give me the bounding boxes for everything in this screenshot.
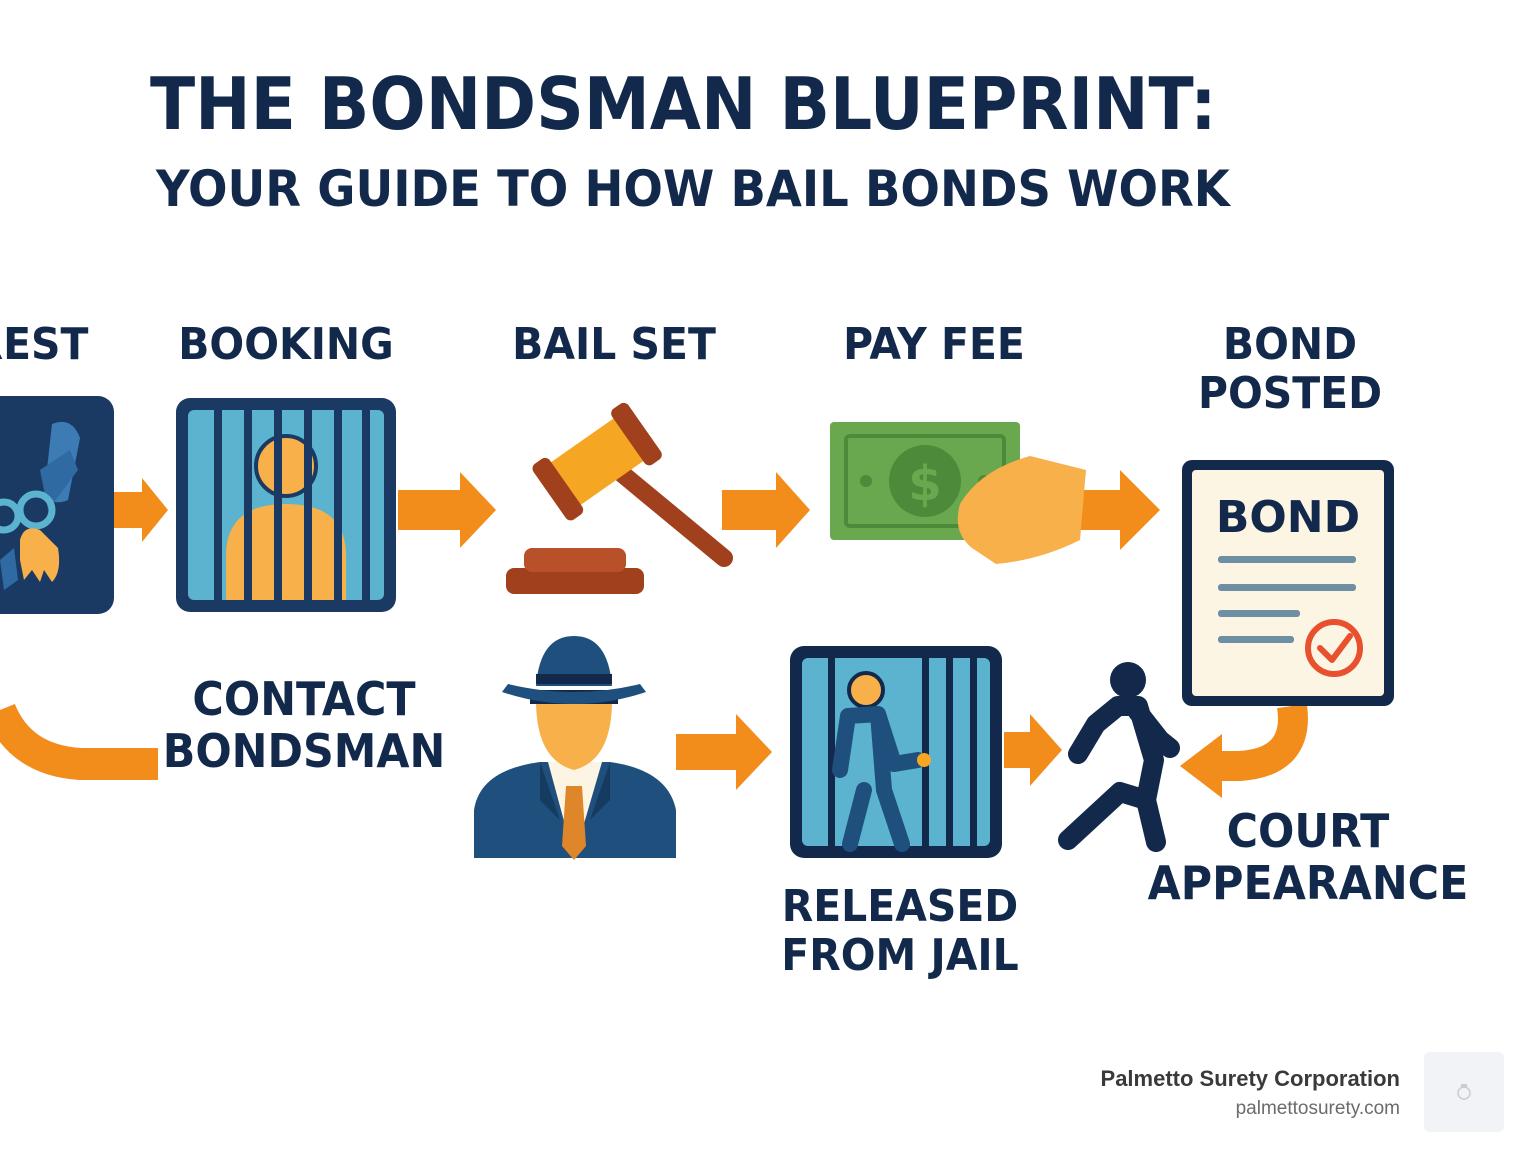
arrow-booking-to-bail-set	[398, 472, 496, 548]
step-label-arrest: REST	[0, 319, 89, 370]
footer-url[interactable]: palmettosurety.com	[1235, 1098, 1400, 1119]
arrow-curve-bond-to-court	[1180, 703, 1308, 798]
step-label-court-appearance-line2: APPEARANCE	[1147, 855, 1469, 910]
jail-door-release-icon	[790, 646, 1002, 858]
footer-logo-placeholder	[1424, 1052, 1504, 1132]
logo-mark-icon	[1457, 1084, 1471, 1100]
page-subtitle: YOUR GUIDE TO HOW BAIL BONDS WORK	[156, 160, 1230, 218]
walking-person-icon	[1058, 662, 1180, 852]
step-label-pay-fee-line1: PAY FEE	[843, 319, 1025, 370]
step-label-booking: BOOKING	[178, 319, 394, 370]
step-label-court-appearance: COURT APPEARANCE	[1147, 804, 1469, 910]
step-label-released-line1: RELEASED	[781, 881, 1019, 932]
step-label-bond-posted: BOND POSTED	[1198, 320, 1382, 419]
step-label-arrest-line1: REST	[0, 319, 89, 370]
arrow-curve-arrest-to-contact	[0, 703, 158, 780]
bondsman-icon	[474, 636, 676, 860]
step-label-bail-set: BAIL SET	[512, 319, 716, 370]
money-symbol: $	[908, 456, 941, 512]
step-label-contact-bondsman-line2: BONDSMAN	[162, 723, 446, 778]
arrow-released-to-walking	[1004, 714, 1062, 786]
step-label-pay-fee: PAY FEE	[843, 319, 1025, 370]
step-label-bail-set-line1: BAIL SET	[512, 319, 716, 370]
step-label-booking-line1: BOOKING	[178, 319, 394, 370]
arrow-pay-fee-to-bond	[1060, 470, 1160, 550]
flow-arrows	[112, 470, 1160, 790]
footer-company-name: Palmetto Surety Corporation	[1100, 1066, 1400, 1091]
page-title: THE BONDSMAN BLUEPRINT:	[150, 62, 1217, 146]
document-title: BOND	[1216, 492, 1360, 543]
step-label-released-line2: FROM JAIL	[781, 930, 1019, 982]
arrow-arrest-to-booking	[112, 478, 168, 542]
step-label-released: RELEASED FROM JAIL	[781, 882, 1018, 981]
arrow-bondsman-to-released	[676, 714, 772, 790]
arrow-bail-set-to-pay-fee	[722, 472, 810, 548]
step-label-bond-posted-line1: BOND	[1222, 319, 1358, 370]
step-label-contact-bondsman: CONTACT BONDSMAN	[162, 672, 446, 778]
step-label-contact-bondsman-line1: CONTACT	[192, 672, 416, 726]
step-label-court-appearance-line1: COURT	[1226, 804, 1390, 858]
handcuffs-icon	[0, 396, 114, 614]
step-label-bond-posted-line2: POSTED	[1197, 368, 1383, 420]
bond-document-icon: BOND	[1182, 460, 1394, 706]
money-hand-icon: $	[830, 422, 1086, 564]
jail-cell-icon	[176, 398, 396, 612]
gavel-icon	[506, 402, 733, 594]
